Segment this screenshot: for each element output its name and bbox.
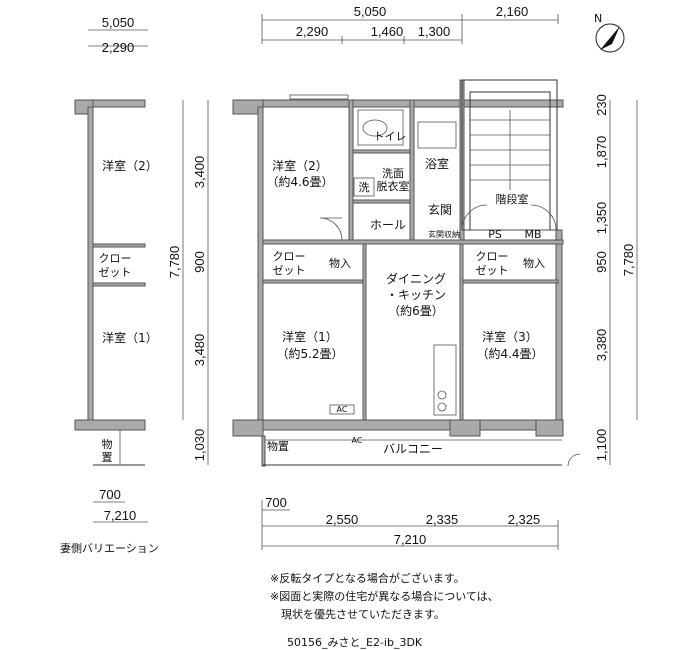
dim-bottom-0: 2,550 — [326, 512, 359, 527]
var-room-western-1: 洋室（1） — [102, 330, 158, 345]
room-western-2: 洋室（2） — [272, 158, 328, 173]
notes: ※反転タイプとなる場合がございます。 ※図面と実際の住宅が異なる場合については、… — [270, 571, 499, 649]
room-bath: 浴室 — [425, 156, 449, 171]
closet-right-1: クロー — [476, 250, 509, 263]
shed-label: 物置 — [267, 439, 289, 453]
var-dim-top-total: 5,050 — [102, 15, 135, 30]
dim-right-1: 1,870 — [594, 136, 609, 169]
dim-right-4: 3,380 — [594, 329, 609, 362]
room-dk-1: ダイニング — [386, 271, 446, 286]
var-closet-1: クロー — [99, 252, 132, 265]
dim-right-5: 1,100 — [594, 429, 609, 462]
dim-left-1: 900 — [192, 251, 207, 273]
dimensions-top: 5,050 2,160 2,290 1,460 1,300 — [261, 4, 559, 44]
dim-bottom-a: 700 — [265, 495, 287, 510]
fixtures — [263, 94, 581, 467]
room-dk-2: ・キッチン — [386, 288, 446, 302]
room-toilet: トイレ — [374, 130, 407, 143]
dim-top-b: 1,460 — [371, 24, 404, 39]
dim-left-3: 1,030 — [192, 429, 207, 462]
note-2: ※図面と実際の住宅が異なる場合については、 — [270, 589, 499, 603]
dim-right-total: 7,780 — [621, 244, 636, 277]
dim-left-2: 3,480 — [192, 334, 207, 367]
dim-bottom-2: 2,325 — [508, 512, 541, 527]
note-3: 現状を優先させていただきます。 — [270, 607, 445, 621]
dimensions-left: 3,400 900 3,480 1,030 7,780 — [167, 100, 209, 465]
dimensions-bottom: 700 2,550 2,335 2,325 7,210 — [261, 495, 559, 550]
room-hall: ホール — [370, 218, 406, 232]
room-western-3-size: （約4.4畳） — [476, 346, 543, 361]
gable-variation: 5,050 2,290 洋室（2） クロー ゼット 洋室（1） 物 置 700 … — [60, 15, 159, 555]
room-western-1-size: （約5.2畳） — [276, 346, 343, 361]
main-plan-walls — [232, 79, 564, 467]
dim-bottom-1: 2,335 — [426, 512, 459, 527]
plan-id: 50156_みさと_E2-ib_3DK — [287, 636, 423, 649]
storage-right: 物入 — [523, 256, 545, 270]
shoe-storage: 玄関収納 — [428, 229, 460, 239]
closet-right-2: ゼット — [476, 264, 509, 277]
washer-space — [353, 177, 375, 197]
var-dim-bottom-a: 700 — [99, 487, 121, 502]
bathtub — [417, 121, 457, 149]
dim-top-stair: 2,160 — [496, 4, 529, 19]
ps-label: PS — [488, 228, 502, 241]
dim-right-3: 950 — [594, 251, 609, 273]
ac-label-1: AC — [337, 405, 348, 414]
var-closet-2: ゼット — [99, 266, 132, 279]
room-dk-3: （約6畳） — [388, 303, 444, 318]
var-caption: 妻側バリエーション — [60, 542, 159, 555]
var-room-western-2: 洋室（2） — [102, 158, 158, 173]
dimensions-right: 230 1,870 1,350 950 3,380 1,100 7,780 — [594, 94, 638, 465]
var-dim-bottom-total: 7,210 — [104, 508, 137, 523]
room-western-2-size: （約4.6畳） — [266, 174, 333, 189]
room-western-3: 洋室（3） — [482, 329, 538, 344]
note-1: ※反転タイプとなる場合がございます。 — [270, 571, 465, 585]
var-dim-top-a: 2,290 — [102, 40, 135, 55]
var-shed-2: 置 — [102, 451, 113, 464]
dim-bottom-total: 7,210 — [394, 532, 427, 547]
room-entrance: 玄関 — [428, 202, 452, 217]
storage-left: 物入 — [329, 256, 351, 270]
room-washroom-1: 洗面 — [382, 167, 404, 180]
room-washroom-2: 脱衣室 — [377, 179, 410, 193]
room-stairwell: 階段室 — [496, 192, 529, 206]
dim-right-0: 230 — [594, 94, 609, 116]
closet-left-2: ゼット — [273, 264, 306, 277]
ac-label-2: AC — [352, 436, 363, 445]
north-arrow-icon: N — [594, 12, 625, 53]
toilet-fixture — [357, 109, 404, 146]
north-label: N — [594, 12, 602, 25]
washer-label: 洗 — [359, 181, 370, 194]
room-western-1: 洋室（1） — [282, 329, 338, 344]
dim-top-c: 1,300 — [418, 24, 451, 39]
room-balcony: バルコニー — [383, 442, 443, 456]
dim-left-0: 3,400 — [192, 156, 207, 189]
mb-label: MB — [524, 228, 541, 241]
dim-top-total: 5,050 — [354, 4, 387, 19]
dim-right-2: 1,350 — [594, 202, 609, 235]
dim-top-a: 2,290 — [296, 24, 329, 39]
closet-left-1: クロー — [273, 250, 306, 263]
dim-left-total: 7,780 — [167, 246, 182, 279]
var-shed-1: 物 — [102, 437, 113, 451]
room-labels: 洋室（2） （約4.6畳） トイレ 浴室 洗面 脱衣室 洗 玄関 ホール 玄関収… — [266, 130, 545, 456]
kitchen-counter — [433, 344, 457, 416]
